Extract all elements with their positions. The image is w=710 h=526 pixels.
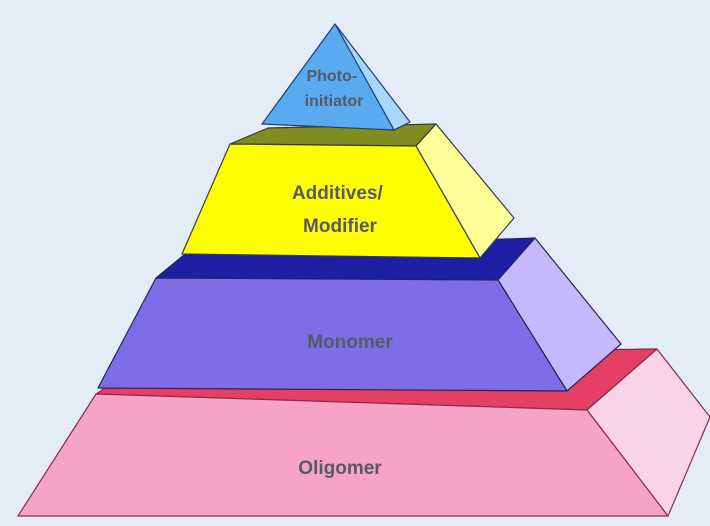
photoinitiator-label: Photo- initiator: [305, 68, 364, 110]
monomer-front-face: [97, 277, 568, 392]
monomer-label-line-1: Monomer: [307, 332, 393, 353]
photoinitiator-front-face: [261, 23, 395, 131]
layer-monomer: Monomer: [97, 237, 622, 392]
photoinitiator-label-line-1: Photo-: [306, 68, 357, 85]
monomer-label: Monomer: [307, 332, 393, 353]
oligomer-label: Oligomer: [298, 458, 382, 479]
additives-label: Additives/ Modifier: [292, 183, 388, 237]
layer-photoinitiator: Photo- initiator: [261, 23, 411, 131]
additives-label-line-2: Modifier: [303, 216, 377, 237]
photoinitiator-label-line-2: initiator: [305, 93, 364, 110]
oligomer-front-face: [17, 393, 669, 517]
oligomer-label-line-1: Oligomer: [298, 458, 382, 479]
additives-label-line-1: Additives/: [292, 183, 384, 204]
additives-front-face: [181, 143, 481, 259]
